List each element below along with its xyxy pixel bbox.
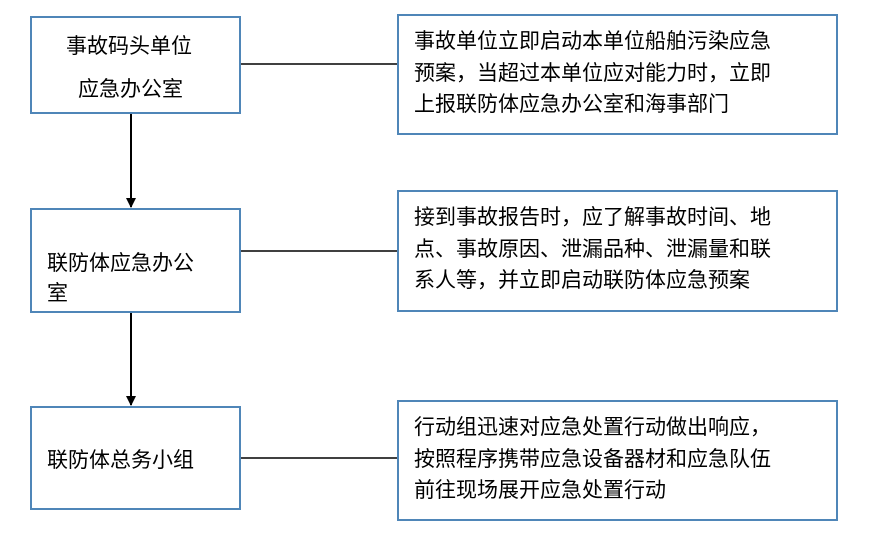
- node-title-line: 事故码头单位: [66, 34, 192, 58]
- description-line: 上报联防体应急办公室和海事部门: [414, 92, 729, 116]
- node-title-line: 联防体总务小组: [47, 448, 194, 472]
- node-joint-defense-general-group: 联防体总务小组: [30, 406, 241, 510]
- description-text: 行动组迅速对应急处置行动做出响应， 按照程序携带应急设备器材和应急队伍 前往现场…: [414, 412, 771, 507]
- node-terminal-emergency-office: 事故码头单位 应急办公室: [30, 16, 241, 114]
- description-line: 按照程序携带应急设备器材和应急队伍: [414, 446, 771, 471]
- description-text: 事故单位立即启动本单位船舶污染应急 预案，当超过本单位应对能力时，立即 上报联防…: [414, 26, 771, 121]
- description-line: 行动组迅速对应急处置行动做出响应，: [414, 415, 771, 439]
- node-title-line: 室: [47, 281, 68, 305]
- description-line: 点、事故原因、泄漏品种、泄漏量和联: [414, 236, 771, 261]
- node-title-line: 联防体应急办公: [47, 251, 194, 275]
- description-line: 接到事故报告时，应了解事故时间、地: [414, 205, 771, 229]
- description-terminal-response: 事故单位立即启动本单位船舶污染应急 预案，当超过本单位应对能力时，立即 上报联防…: [397, 14, 838, 135]
- description-line: 预案，当超过本单位应对能力时，立即: [414, 60, 771, 85]
- description-group-response: 行动组迅速对应急处置行动做出响应， 按照程序携带应急设备器材和应急队伍 前往现场…: [397, 400, 838, 521]
- description-line: 系人等，并立即启动联防体应急预案: [414, 268, 750, 292]
- node-joint-defense-office: 联防体应急办公 室: [30, 208, 241, 313]
- description-office-response: 接到事故报告时，应了解事故时间、地 点、事故原因、泄漏品种、泄漏量和联 系人等，…: [397, 190, 838, 312]
- node-title-line: 应急办公室: [78, 77, 183, 101]
- description-line: 事故单位立即启动本单位船舶污染应急: [414, 29, 771, 53]
- description-text: 接到事故报告时，应了解事故时间、地 点、事故原因、泄漏品种、泄漏量和联 系人等，…: [414, 202, 771, 297]
- description-line: 前往现场展开应急处置行动: [414, 478, 666, 502]
